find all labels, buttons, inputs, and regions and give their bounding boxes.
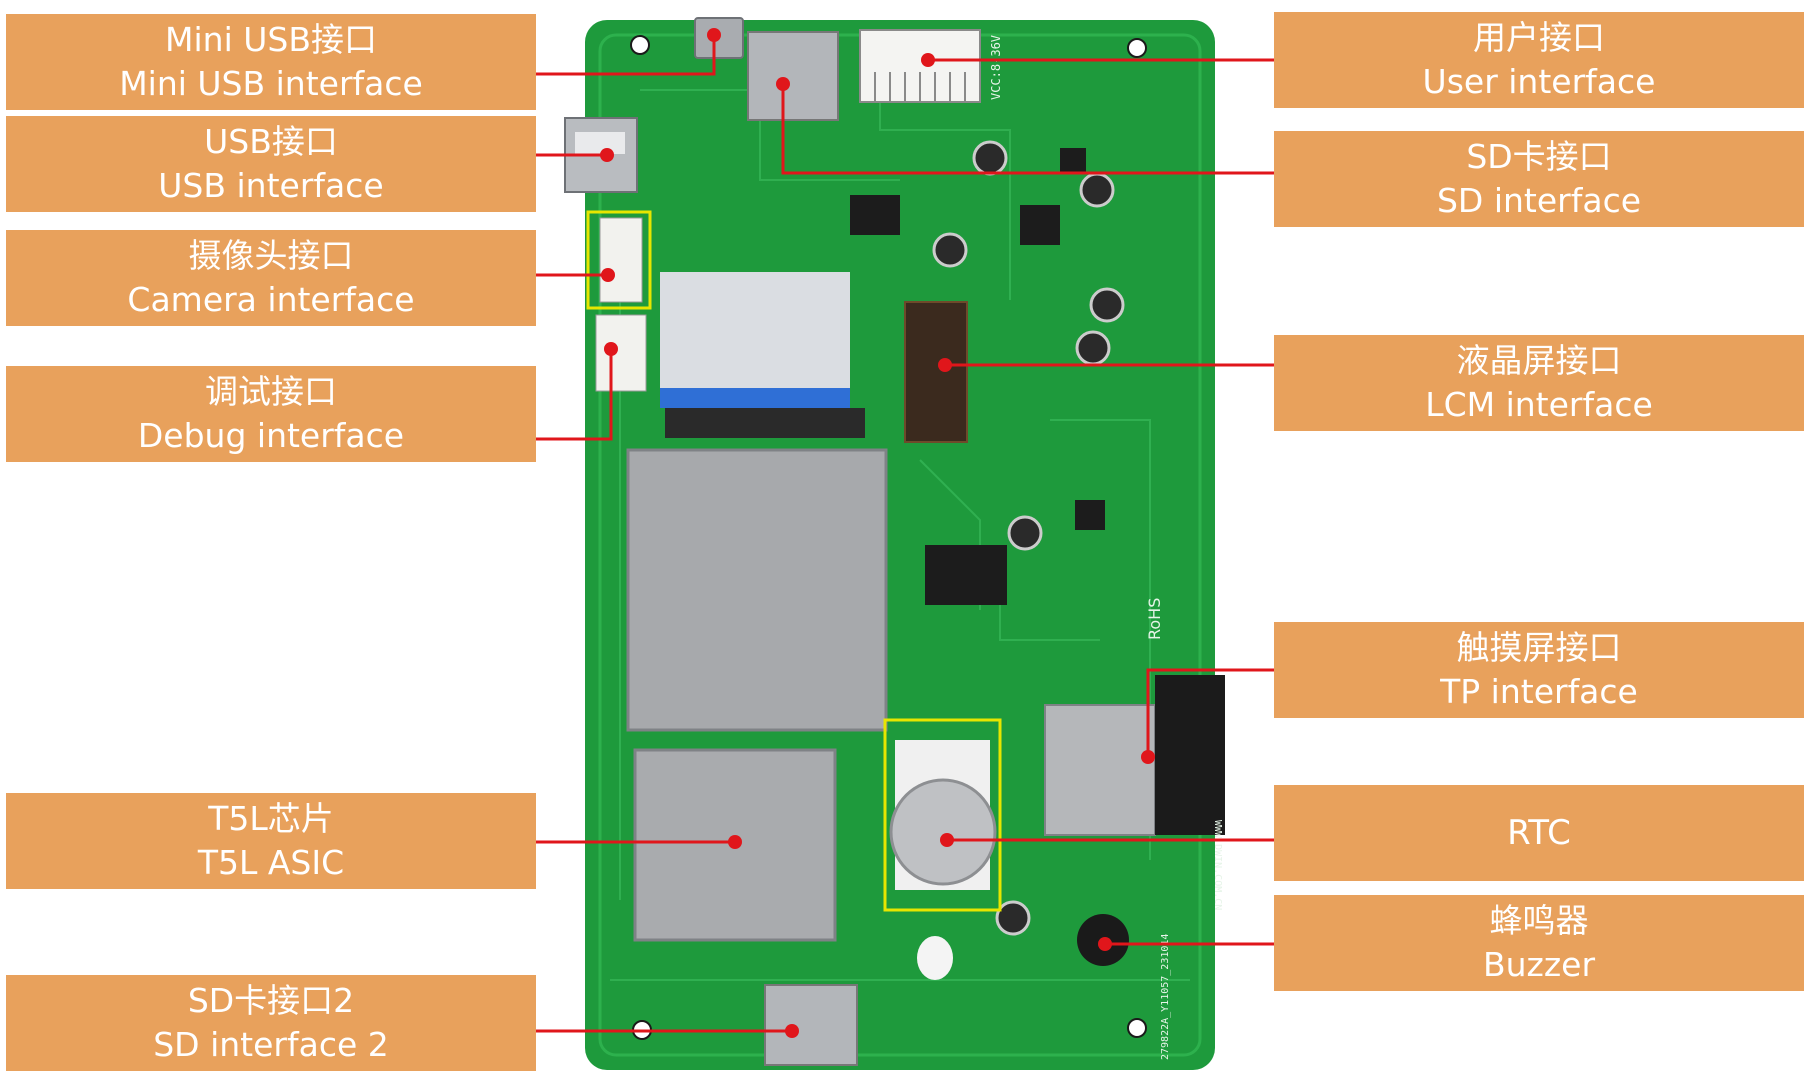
dot-mini-usb	[707, 28, 721, 42]
dot-rtc	[940, 833, 954, 847]
dot-debug	[604, 342, 618, 356]
dot-lcm	[938, 358, 952, 372]
label-sd-zh: SD卡接口	[1466, 137, 1612, 176]
leader-sd	[781, 84, 1274, 175]
dot-buzzer	[1098, 937, 1112, 951]
website-silkscreen: WWW.DWIN.COM.CN	[1212, 820, 1223, 910]
ribbon-cable	[660, 272, 850, 392]
label-usb-zh: USB接口	[204, 122, 338, 161]
label-camera-en: Camera interface	[127, 280, 415, 319]
label-camera: 摄像头接口 Camera interface	[6, 230, 536, 326]
label-lcm-zh: 液晶屏接口	[1456, 341, 1622, 380]
shield-can-large	[626, 448, 888, 732]
label-lcm-en: LCM interface	[1425, 385, 1653, 424]
label-usb: USB接口 USB interface	[6, 116, 536, 212]
rtc-frame	[883, 718, 1002, 912]
dot-user	[921, 53, 935, 67]
sd-slot-2	[764, 984, 858, 1066]
label-buzzer-en: Buzzer	[1482, 945, 1596, 984]
label-usb-en: USB interface	[158, 166, 384, 205]
rtc-battery	[889, 778, 997, 886]
label-t5l: T5L芯片 T5L ASIC	[6, 793, 536, 889]
partno-silkscreen: 279822A_Y11057_231014	[1160, 934, 1171, 1060]
label-tp-en: TP interface	[1440, 672, 1638, 711]
label-buzzer: 蜂鸣器 Buzzer	[1274, 895, 1804, 991]
dot-usb	[600, 148, 614, 162]
dot-sd2	[785, 1024, 799, 1038]
dot-camera	[601, 268, 615, 282]
label-sd: SD卡接口 SD interface	[1274, 131, 1804, 227]
camera-connector	[586, 210, 652, 310]
tp-connector	[1044, 704, 1156, 836]
label-t5l-en: T5L ASIC	[197, 843, 345, 882]
rohs-silkscreen: RoHS	[1145, 598, 1164, 640]
label-mini-usb: Mini USB接口 Mini USB interface	[6, 14, 536, 110]
leader-mini-usb	[532, 35, 716, 76]
label-user-zh: 用户接口	[1473, 18, 1605, 57]
label-mini-usb-zh: Mini USB接口	[165, 20, 377, 59]
label-user-en: User interface	[1422, 62, 1656, 101]
label-sd2-en: SD interface 2	[153, 1025, 389, 1064]
label-sd2: SD卡接口2 SD interface 2	[6, 975, 536, 1071]
dot-t5l	[728, 835, 742, 849]
label-debug-zh: 调试接口	[205, 372, 337, 411]
label-mini-usb-en: Mini USB interface	[119, 64, 423, 103]
label-rtc: RTC	[1274, 785, 1804, 881]
lcm-connector	[904, 301, 968, 443]
label-t5l-zh: T5L芯片	[208, 799, 334, 838]
label-tp-zh: 触摸屏接口	[1456, 628, 1622, 667]
label-camera-zh: 摄像头接口	[188, 236, 354, 275]
label-debug: 调试接口 Debug interface	[6, 366, 536, 462]
label-sd2-zh: SD卡接口2	[187, 981, 355, 1020]
label-debug-en: Debug interface	[137, 416, 405, 455]
debug-connector	[595, 314, 647, 392]
label-rtc-en: RTC	[1507, 813, 1571, 853]
dot-sd	[776, 77, 790, 91]
label-user: 用户接口 User interface	[1274, 12, 1804, 108]
vcc-silkscreen: VCC:8-36V	[989, 35, 1003, 100]
sd-slot	[747, 31, 839, 121]
leader-tp	[1146, 668, 1274, 757]
label-lcm: 液晶屏接口 LCM interface	[1274, 335, 1804, 431]
label-buzzer-zh: 蜂鸣器	[1489, 901, 1589, 940]
label-sd-en: SD interface	[1436, 181, 1642, 220]
label-tp: 触摸屏接口 TP interface	[1274, 622, 1804, 718]
leader-debug	[532, 349, 613, 441]
dot-tp	[1141, 750, 1155, 764]
